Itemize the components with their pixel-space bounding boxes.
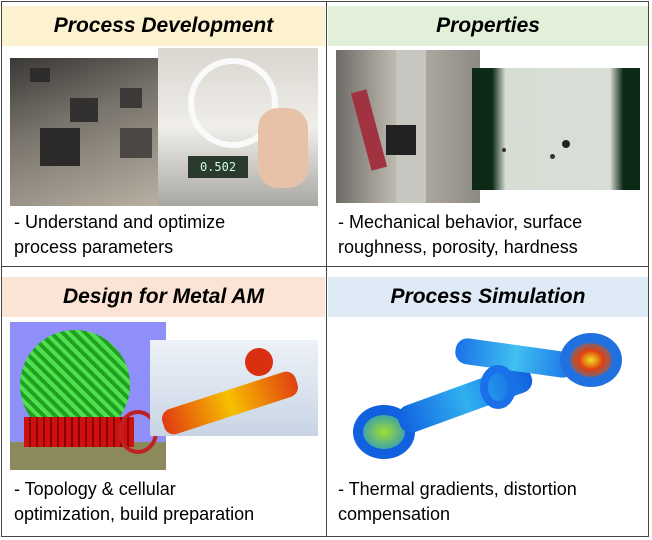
header-properties: Properties bbox=[328, 6, 648, 46]
photo-tensile-tester bbox=[336, 50, 480, 203]
photo-balance-scale: 0.502 bbox=[158, 48, 318, 206]
caption-line: optimization, build preparation bbox=[14, 504, 255, 524]
caption-line: - Thermal gradients, distortion bbox=[338, 479, 577, 499]
caption-line: roughness, porosity, hardness bbox=[338, 237, 578, 257]
divider-vertical bbox=[326, 1, 327, 537]
caption-line: - Understand and optimize bbox=[14, 212, 226, 232]
photo-metal-cubes bbox=[10, 58, 162, 206]
divider-horizontal bbox=[1, 266, 649, 267]
header-design-for-metal-am: Design for Metal AM bbox=[2, 277, 325, 317]
scale-display: 0.502 bbox=[188, 156, 248, 178]
caption-properties: - Mechanical behavior, surface roughness… bbox=[338, 210, 582, 260]
caption-line: compensation bbox=[338, 504, 451, 524]
render-topology-bracket bbox=[150, 340, 318, 436]
header-process-development: Process Development bbox=[2, 6, 325, 46]
caption-line: - Mechanical behavior, surface bbox=[338, 212, 583, 232]
caption-process-development: - Understand and optimize process parame… bbox=[14, 210, 225, 260]
caption-line: process parameters bbox=[14, 237, 174, 257]
caption-process-simulation: - Thermal gradients, distortion compensa… bbox=[338, 477, 577, 527]
render-thermal-simulation bbox=[345, 325, 640, 465]
caption-design-for-metal-am: - Topology & cellular optimization, buil… bbox=[14, 477, 254, 527]
header-process-simulation: Process Simulation bbox=[328, 277, 648, 317]
caption-line: - Topology & cellular bbox=[14, 479, 176, 499]
micrograph-porosity bbox=[472, 68, 640, 190]
render-lattice-sphere bbox=[10, 322, 166, 470]
